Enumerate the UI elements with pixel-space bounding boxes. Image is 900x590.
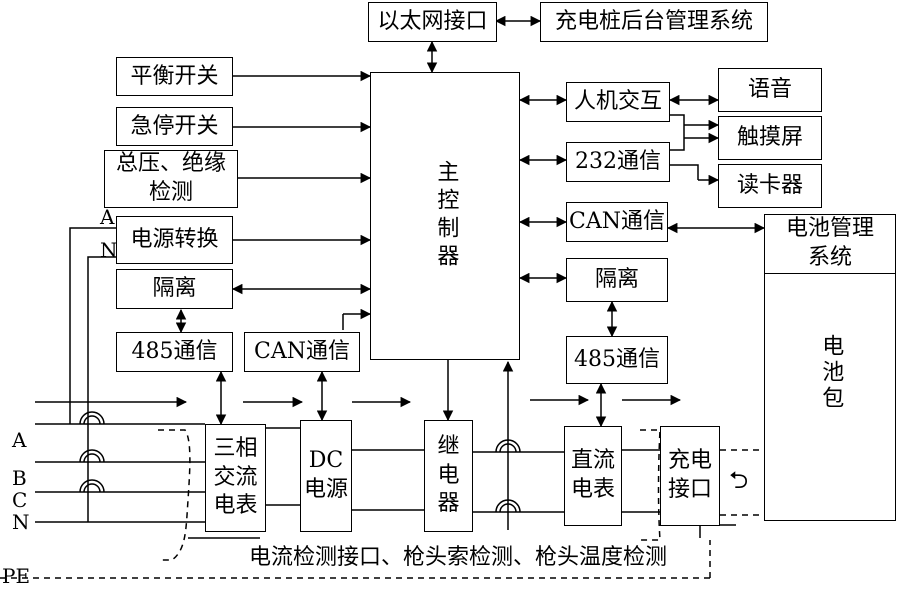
sensor-arc-dc2 — [499, 443, 517, 453]
charge-port-label-2: 接口 — [667, 477, 712, 502]
return-arrow-icon: ⮌ — [729, 466, 749, 494]
isolation-right-box: 隔离 — [566, 258, 668, 302]
bus-right — [699, 524, 736, 538]
charge-port-box: 充电 接口 — [660, 426, 720, 526]
three-phase-meter-label-3: 电表 — [213, 493, 258, 519]
three-phase-meter-label-2: 交流 — [213, 464, 258, 490]
line-tap-a — [69, 227, 116, 424]
hmi-box: 人机交互 — [566, 82, 670, 122]
main-controller-label: 主控制器 — [433, 160, 459, 272]
sensor-arc-a1 — [79, 411, 105, 425]
voltage-insulation-label-2: 检测 — [148, 180, 193, 205]
sensor-arc-dc3 — [495, 499, 521, 513]
label-phase-a: A — [12, 428, 27, 452]
rs485-left-label: 485通信 — [131, 339, 218, 365]
balance-switch-label: 平衡开关 — [130, 63, 219, 89]
rs485-right-label: 485通信 — [574, 347, 660, 373]
isolation-right-label: 隔离 — [594, 267, 639, 293]
sensor-arc-b2 — [83, 453, 101, 463]
three-phase-meter-box: 三相 交流 电表 — [205, 424, 266, 532]
relay-box: 继 电 器 — [424, 420, 473, 532]
sensor-arc-b1 — [79, 449, 105, 463]
backend-management-box: 充电桩后台管理系统 — [540, 2, 768, 42]
bms-label-1: 电池管理 — [785, 216, 874, 242]
sensor-arc-a2 — [83, 415, 101, 425]
dc-meter-label-2: 电表 — [570, 477, 615, 502]
charge-port-label-1: 充电 — [667, 448, 712, 474]
backend-management-label: 充电桩后台管理系统 — [554, 9, 753, 35]
battery-pack-box: 电池包 — [764, 273, 896, 521]
relay-label-1: 继 — [437, 434, 460, 460]
voice-box: 语音 — [718, 68, 822, 112]
relay-label-2: 电 — [437, 462, 460, 488]
ethernet-interface-label: 以太网接口 — [377, 9, 488, 35]
label-phase-b: B — [12, 466, 27, 490]
bms-label-2: 系统 — [807, 245, 852, 270]
emergency-stop-label: 急停开关 — [130, 113, 219, 139]
dashed-right-bracket — [640, 429, 661, 541]
touchscreen-label: 触摸屏 — [736, 125, 803, 151]
dc-meter-box: 直流 电表 — [564, 426, 622, 526]
touchscreen-box: 触摸屏 — [718, 116, 822, 160]
rs232-box: 232通信 — [566, 142, 670, 182]
battery-pack-label: 电池包 — [818, 334, 844, 412]
power-conversion-label: 电源转换 — [130, 227, 219, 253]
main-controller-box: 主控制器 — [370, 72, 520, 360]
relay-label-3: 器 — [437, 491, 460, 517]
sensor-arc-c2 — [83, 483, 101, 493]
label-neutral: N — [12, 510, 30, 534]
wire-232-reader-v — [670, 164, 699, 180]
power-conversion-box: 电源转换 — [116, 216, 233, 264]
can-left-label: CAN通信 — [254, 339, 350, 365]
sensor-arc-c1 — [79, 479, 105, 493]
isolation-left-label: 隔离 — [152, 276, 197, 302]
voltage-insulation-label-1: 总压、绝缘 — [115, 151, 226, 177]
can-right-label: CAN通信 — [569, 209, 665, 235]
label-pe: PE — [2, 564, 31, 588]
bms-box: 电池管理 系统 — [764, 214, 896, 274]
isolation-left-box: 隔离 — [116, 269, 233, 309]
emergency-stop-box: 急停开关 — [116, 107, 233, 146]
bottom-detection-label: 电流检测接口、枪头索检测、枪头温度检测 — [247, 545, 670, 570]
label-phase-a-top: A — [100, 205, 115, 229]
dc-power-box: DC 电源 — [300, 420, 352, 532]
rs232-label: 232通信 — [575, 149, 661, 175]
wire-hmi-232-link — [670, 114, 685, 151]
can-left-box: CAN通信 — [244, 332, 360, 372]
rs485-left-box: 485通信 — [116, 332, 233, 372]
card-reader-label: 读卡器 — [736, 173, 803, 199]
can-right-box: CAN通信 — [566, 202, 668, 242]
sensor-arc-dc4 — [499, 503, 517, 513]
hmi-label: 人机交互 — [573, 89, 662, 115]
label-neutral-top: N — [100, 238, 118, 262]
dc-meter-label-1: 直流 — [570, 448, 615, 474]
dc-power-label-2: 电源 — [303, 477, 348, 502]
ethernet-interface-box: 以太网接口 — [368, 2, 497, 42]
line-tap-n — [87, 256, 116, 522]
rs485-right-box: 485通信 — [566, 336, 668, 384]
balance-switch-box: 平衡开关 — [116, 57, 233, 96]
dashed-left-bracket — [158, 429, 191, 561]
sensor-arc-dc1 — [495, 439, 521, 453]
card-reader-box: 读卡器 — [718, 164, 822, 208]
dc-power-label-1: DC — [308, 448, 344, 474]
three-phase-meter-label-1: 三相 — [213, 436, 258, 462]
voice-label: 语音 — [747, 77, 792, 103]
voltage-insulation-box: 总压、绝缘 检测 — [104, 150, 238, 208]
label-phase-c: C — [12, 488, 28, 512]
